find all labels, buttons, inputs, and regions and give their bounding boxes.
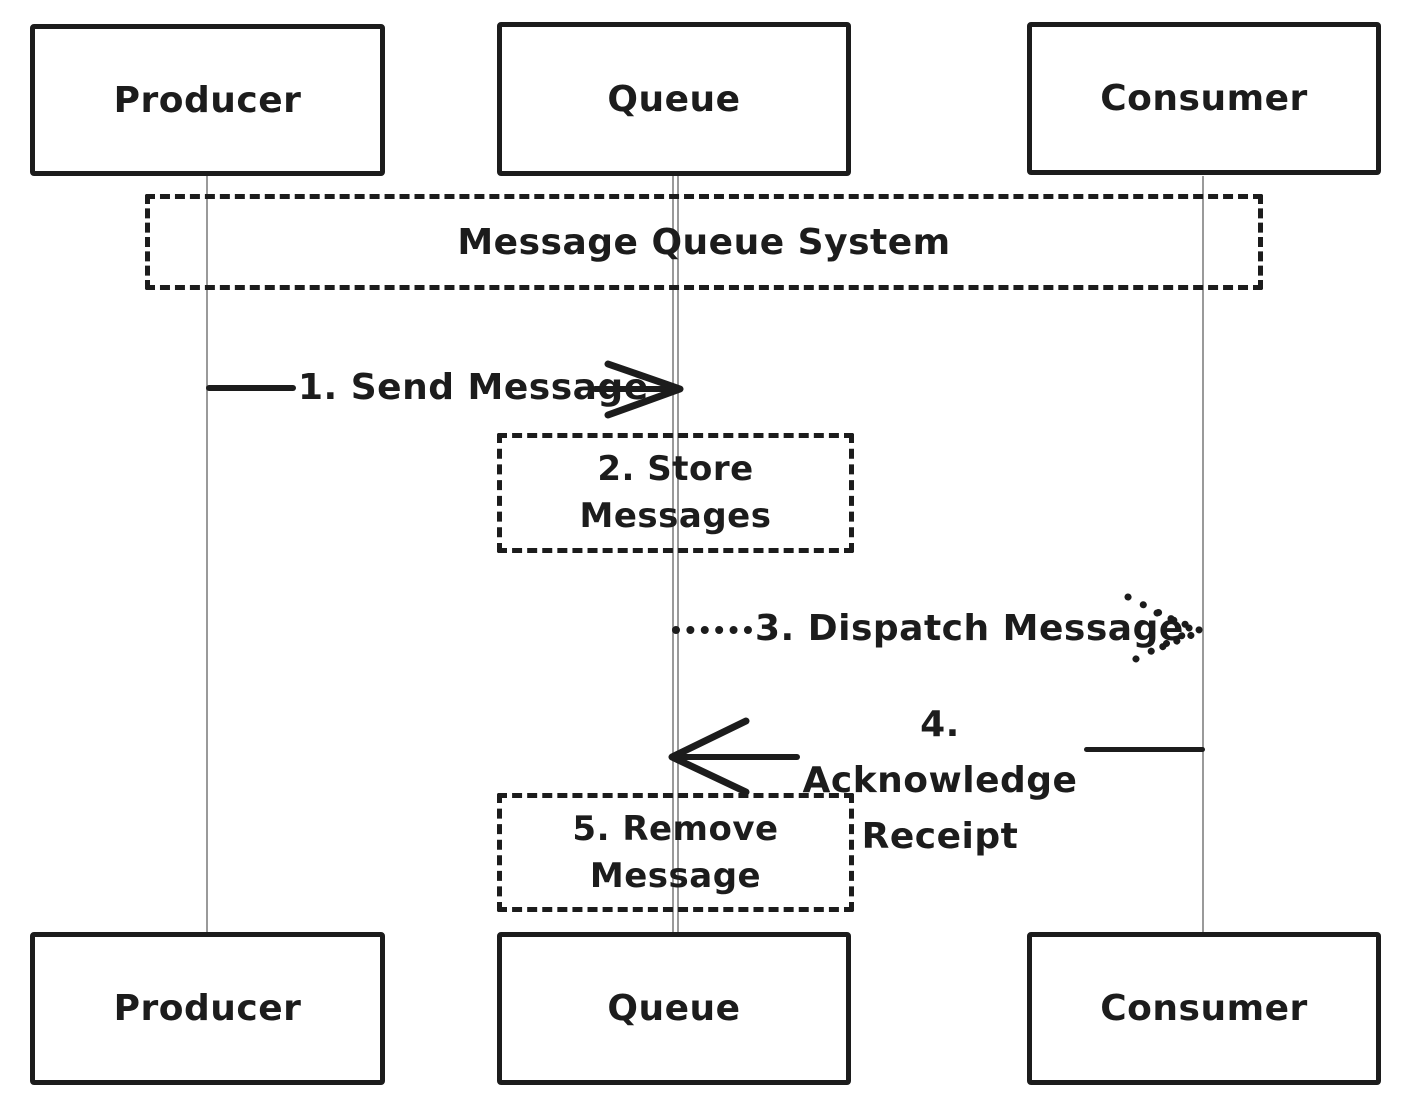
send-message-label: 1. Send Message [298, 367, 649, 408]
actor-label-consumer-bottom: Consumer [1100, 988, 1308, 1029]
actor-label-queue-top: Queue [607, 78, 741, 120]
acknowledge-label: 4. Acknowledge Receipt [800, 697, 1080, 865]
remove-message-line1: 5. Remove [572, 808, 779, 849]
dispatch-message-label: 3. Dispatch Message [755, 608, 1184, 649]
actor-label-queue-bottom: Queue [607, 988, 741, 1029]
system-boundary-box: Message Queue System [145, 194, 1263, 290]
remove-message-box: 5. Remove Message [497, 793, 854, 912]
send-message-line-right [592, 386, 676, 392]
send-message-line-left [206, 385, 296, 391]
acknowledge-line-left [676, 754, 800, 760]
store-messages-line1: 2. Store [597, 449, 754, 489]
store-messages-line2: Messages [579, 496, 772, 536]
lifeline-queue-second-stroke [677, 176, 679, 932]
actor-box-consumer-bottom: Consumer [1027, 932, 1381, 1085]
actor-box-producer-bottom: Producer [30, 932, 385, 1085]
system-boundary-label: Message Queue System [457, 221, 951, 263]
actor-box-consumer-top: Consumer [1027, 22, 1381, 175]
actor-box-queue-top: Queue [497, 22, 851, 176]
actor-box-queue-bottom: Queue [497, 932, 851, 1085]
actor-label-producer-top: Producer [113, 79, 302, 121]
actor-label-producer-bottom: Producer [113, 988, 302, 1029]
dispatch-message-dotted-line [672, 626, 752, 634]
actor-box-producer-top: Producer [30, 24, 385, 176]
actor-label-consumer-top: Consumer [1100, 78, 1308, 119]
store-messages-box: 2. Store Messages [497, 433, 854, 553]
acknowledge-label-line2: Receipt [861, 816, 1019, 857]
acknowledge-label-line1: 4. Acknowledge [802, 704, 1078, 801]
acknowledge-line-right [1084, 747, 1205, 752]
remove-message-line2: Message [589, 855, 762, 896]
lifeline-consumer [1202, 176, 1204, 932]
lifeline-queue [672, 176, 674, 932]
lifeline-producer [206, 176, 208, 932]
